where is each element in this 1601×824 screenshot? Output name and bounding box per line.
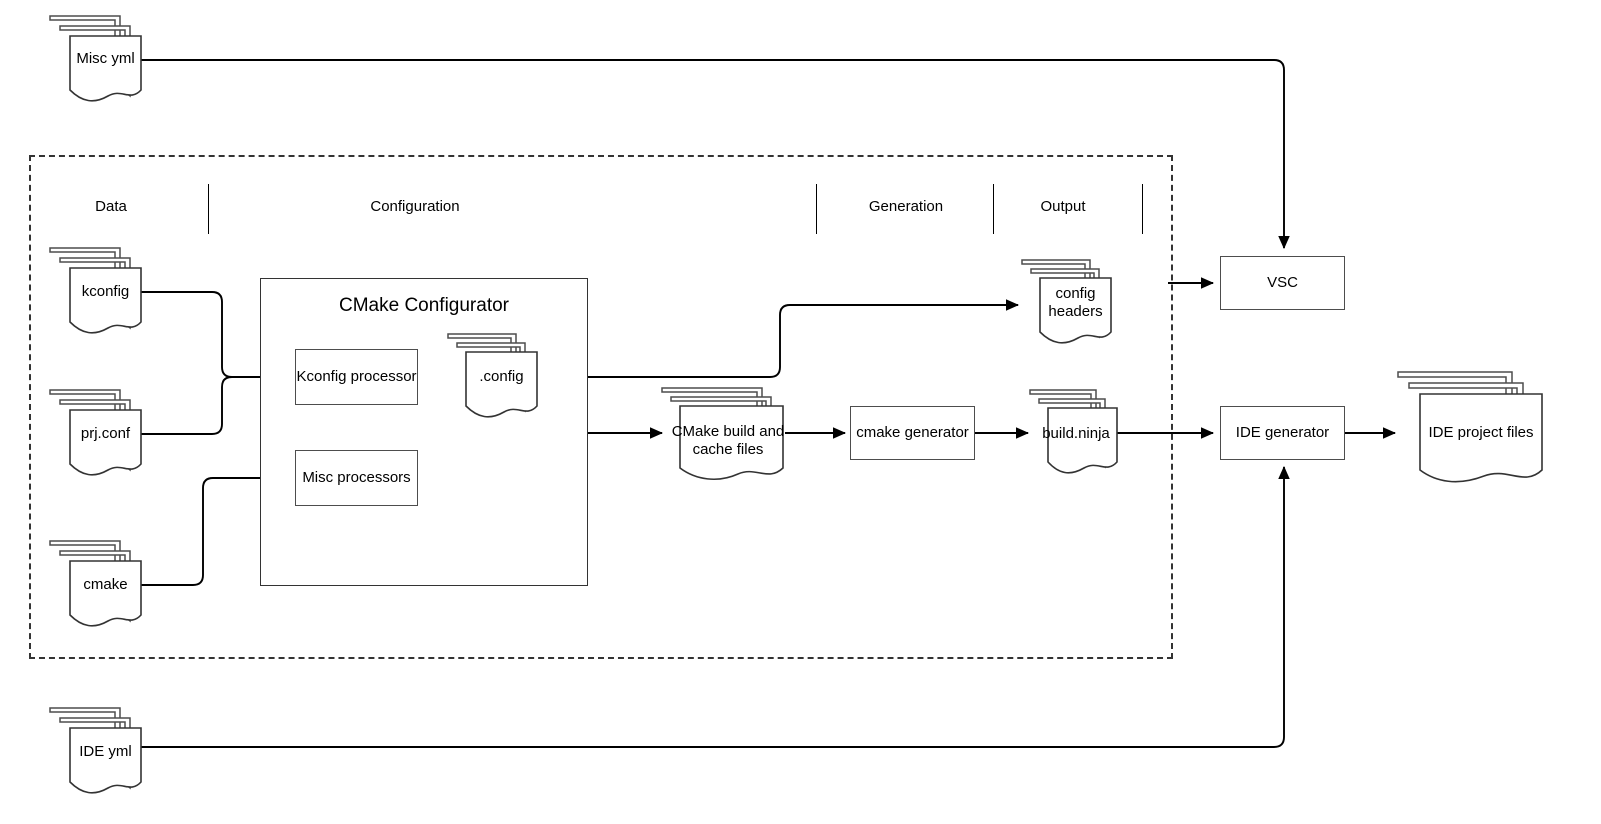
cmake-configurator-title: CMake Configurator xyxy=(338,295,510,316)
cmake-generator-box[interactable]: cmake generator xyxy=(850,406,975,460)
cmake-build-cache-docstack[interactable]: CMake build and cache files xyxy=(660,382,790,488)
lane-label-output: Output xyxy=(1040,198,1086,215)
document-stack-icon xyxy=(49,389,142,476)
build-system-boundary xyxy=(29,155,1173,659)
vsc-box[interactable]: VSC xyxy=(1220,256,1345,310)
lane-label-generation: Generation xyxy=(868,198,944,215)
kconfig-processor-box[interactable]: Kconfig processor xyxy=(295,349,418,405)
prj-conf-docstack[interactable]: prj.conf xyxy=(48,382,148,480)
kconfig-docstack[interactable]: kconfig xyxy=(48,240,148,338)
document-stack-icon xyxy=(661,387,784,480)
document-stack-icon xyxy=(49,540,142,627)
dot-config-docstack[interactable]: .config xyxy=(446,328,544,424)
document-stack-icon xyxy=(49,15,142,102)
ide-generator-box[interactable]: IDE generator xyxy=(1220,406,1345,460)
ide-generator-label: IDE generator xyxy=(1235,424,1330,442)
lane-label-data: Data xyxy=(95,198,127,215)
cmake-configurator-box[interactable]: CMake Configurator xyxy=(260,278,588,586)
document-stack-icon xyxy=(447,333,538,418)
document-stack-icon xyxy=(1397,371,1543,483)
vsc-label: VSC xyxy=(1267,274,1298,292)
build-ninja-docstack[interactable]: build.ninja xyxy=(1028,384,1124,480)
cmake-generator-label: cmake generator xyxy=(856,424,969,442)
misc-yml-docstack[interactable]: Misc yml xyxy=(48,8,148,106)
document-stack-icon xyxy=(1029,389,1118,474)
document-stack-icon xyxy=(1021,259,1112,344)
cmake-docstack[interactable]: cmake xyxy=(48,533,148,631)
ide-project-files-docstack[interactable]: IDE project files xyxy=(1396,366,1548,498)
lane-label-configuration: Configuration xyxy=(370,198,460,215)
document-stack-icon xyxy=(49,707,142,794)
document-stack-icon xyxy=(49,247,142,334)
lane-divider-2 xyxy=(816,184,817,234)
ide-yml-docstack[interactable]: IDE yml xyxy=(48,700,148,798)
misc-processors-label: Misc processors xyxy=(302,469,411,487)
lane-divider-4 xyxy=(1142,184,1143,234)
kconfig-processor-label: Kconfig processor xyxy=(296,368,417,386)
lane-divider-1 xyxy=(208,184,209,234)
config-headers-docstack[interactable]: config headers xyxy=(1020,254,1118,350)
misc-processors-box[interactable]: Misc processors xyxy=(295,450,418,506)
lane-divider-3 xyxy=(993,184,994,234)
